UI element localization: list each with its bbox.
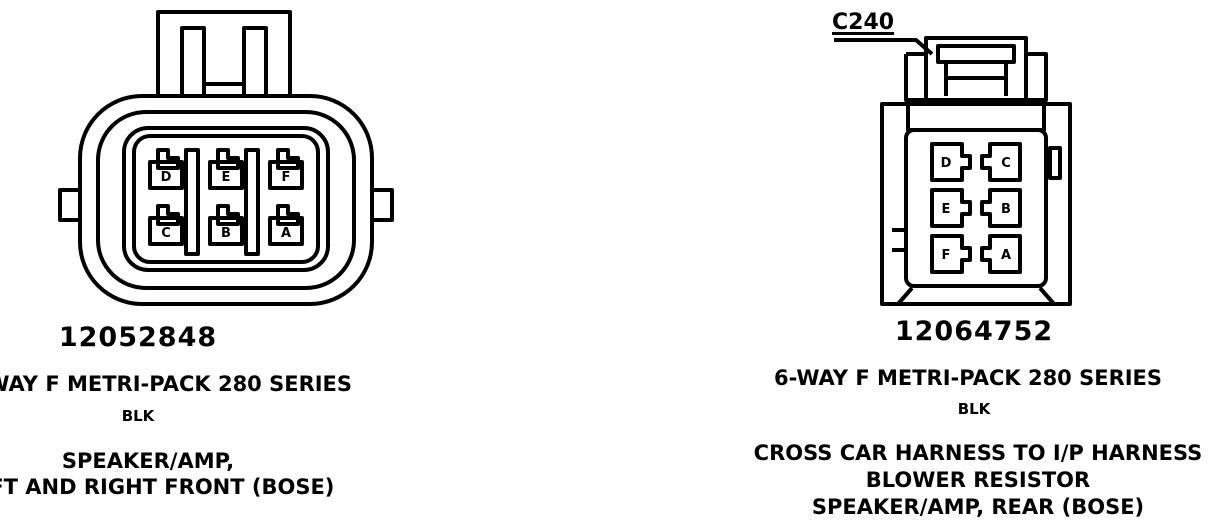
cavity-label: D [941,156,952,171]
connector-series: 6-WAY F METRI-PACK 280 SERIES [0,372,353,396]
cavity-C [148,204,184,246]
cavity-A [268,204,304,246]
cavity-B [980,188,1022,228]
cavity-label: E [222,170,231,185]
cavity-label: E [942,202,951,217]
cavity-label: D [161,170,172,185]
part-number: 12064752 [894,316,1054,347]
cavity-F [268,148,304,190]
cavity-D [930,142,972,182]
cavity-label: C [161,226,171,241]
latch-inner [180,26,268,96]
cavity-label: C [1001,156,1011,171]
cavity-D [148,148,184,190]
usage-line: SPEAKER/AMP, [61,449,235,473]
usage-line: BLOWER RESISTOR [865,468,1091,492]
connector-12064752-drawing: D C E B F A [834,36,1072,306]
left-ear [58,188,82,222]
connector-12064752: C240 D [616,0,1232,528]
cavity-E [208,148,244,190]
cavity-label: A [1001,248,1011,263]
usage-line: SPEAKER/AMP, REAR (BOSE) [811,495,1145,519]
part-number: 12052848 [58,322,218,353]
cavity-label: B [221,226,231,241]
connector-body [880,102,1072,306]
connector-face [122,126,330,272]
cavity-label: B [1001,202,1011,217]
key-bar [244,148,260,256]
connector-id: C240 [832,10,895,35]
usage-line: LEFT AND RIGHT FRONT (BOSE) [0,475,335,499]
cavity-label: F [942,248,951,263]
cavity-E [930,188,972,228]
connector-series: 6-WAY F METRI-PACK 280 SERIES [773,366,1163,390]
connector-inner-shell [96,110,356,290]
side-lock [1048,146,1062,180]
cavity-label: A [281,226,291,241]
cavity-F [930,234,972,274]
cavity-B [208,204,244,246]
connector-color: BLK [957,400,991,418]
connector-face [904,128,1048,288]
connector-12052848: D E F C B A 12052848 6-WAY F METRI-PACK … [0,10,394,499]
right-ear [370,188,394,222]
usage-line: CROSS CAR HARNESS TO I/P HARNESS [753,441,1203,465]
key-bar [184,148,200,256]
cavity-A [980,234,1022,274]
connector-color: BLK [121,407,155,425]
cavity-label: F [282,170,291,185]
leader-line [834,38,934,56]
cavity-C [980,142,1022,182]
latch-outer [156,10,292,96]
connector-12052848-drawing: D E F C B A [58,10,394,306]
